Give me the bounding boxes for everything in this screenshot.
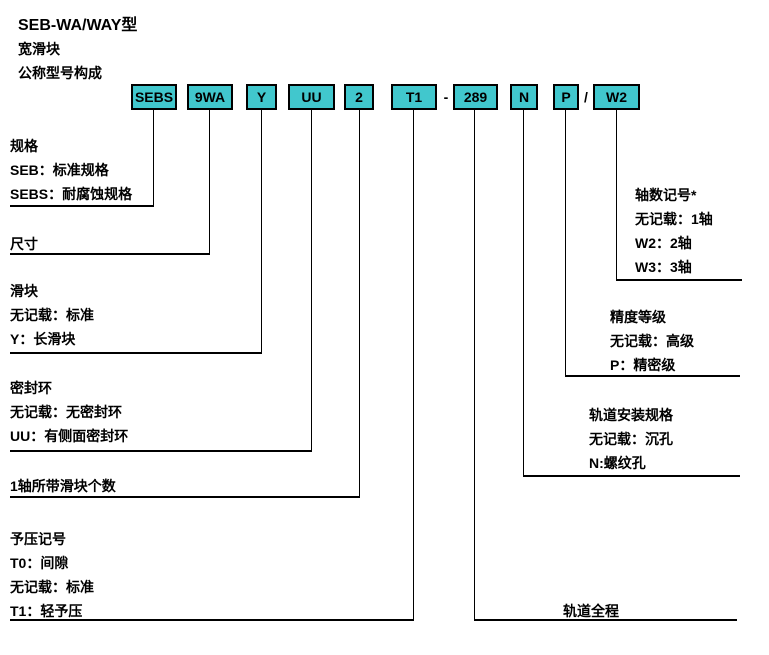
model-box-size: 9WA: [187, 84, 233, 110]
connector-hline-slider: [10, 352, 262, 354]
section-preload-option: T1：轻予压: [10, 603, 83, 619]
section-preload-title: 予压记号: [10, 531, 66, 547]
separator-dash: -: [443, 89, 449, 105]
section-rail-mount-option: N:螺纹孔: [589, 455, 646, 471]
connector-vline-rail-mount: [523, 110, 524, 477]
model-box-slider-count: 2: [344, 84, 374, 110]
connector-vline-slider: [261, 110, 262, 354]
section-accuracy-option: P：精密级: [610, 357, 676, 373]
section-slider-count: 1轴所带滑块个数: [10, 474, 116, 498]
section-slider-title: 滑块: [10, 283, 38, 299]
section-accuracy-option: 无记载：高级: [610, 333, 694, 349]
section-accuracy-title: 精度等级: [610, 309, 666, 325]
section-axis-count: 轴数记号* 无记载：1轴 W2：2轴 W3：3轴: [635, 183, 713, 279]
connector-hline-axis-count: [616, 279, 742, 281]
model-box-slider: Y: [246, 84, 277, 110]
model-composition-caption: 公称型号构成: [18, 65, 102, 81]
section-seal-title: 密封环: [10, 380, 52, 396]
section-rail-mount: 轨道安装规格 无记载：沉孔 N:螺纹孔: [589, 403, 673, 475]
page-title: SEB-WA/WAY型: [18, 17, 138, 34]
section-rail-mount-title: 轨道安装规格: [589, 407, 673, 423]
connector-hline-accuracy: [565, 375, 740, 377]
connector-vline-slider-count: [359, 110, 360, 498]
connector-hline-seal: [10, 450, 312, 452]
connector-vline-size: [209, 110, 210, 255]
model-box-seal: UU: [288, 84, 335, 110]
section-seal: 密封环 无记载：无密封环 UU：有侧面密封环: [10, 376, 128, 448]
model-box-axis-count: W2: [593, 84, 640, 110]
connector-hline-rail-length: [474, 619, 737, 621]
section-spec-option: SEBS：耐腐蚀规格: [10, 186, 133, 202]
section-spec-option: SEB：标准规格: [10, 162, 109, 178]
section-rail-length: 轨道全程: [563, 599, 619, 623]
section-preload-option: T0：间隙: [10, 555, 69, 571]
section-axis-count-title: 轴数记号*: [635, 187, 697, 203]
connector-vline-axis-count: [616, 110, 617, 281]
connector-hline-slider-count: [10, 496, 360, 498]
model-box-rail-mount: N: [510, 84, 538, 110]
connector-hline-preload: [10, 619, 414, 621]
section-rail-mount-option: 无记载：沉孔: [589, 431, 673, 447]
section-rail-length-title: 轨道全程: [563, 603, 619, 619]
section-slider: 滑块 无记载：标准 Y：长滑块: [10, 279, 94, 351]
section-accuracy: 精度等级 无记载：高级 P：精密级: [610, 305, 694, 377]
page-subtitle: 宽滑块: [18, 41, 60, 57]
connector-vline-rail-length: [474, 110, 475, 621]
section-axis-count-option: W2：2轴: [635, 235, 692, 251]
section-slider-option: Y：长滑块: [10, 331, 76, 347]
model-box-series: SEBS: [131, 84, 177, 110]
connector-hline-spec: [10, 205, 154, 207]
model-box-accuracy: P: [553, 84, 579, 110]
section-seal-option: UU：有侧面密封环: [10, 428, 129, 444]
connector-vline-series: [153, 110, 154, 207]
model-box-rail-length: 289: [453, 84, 498, 110]
connector-vline-accuracy: [565, 110, 566, 377]
section-size-title: 尺寸: [10, 236, 38, 252]
section-axis-count-option: W3：3轴: [635, 259, 692, 275]
separator-slash: /: [584, 89, 588, 105]
connector-hline-rail-mount: [523, 475, 740, 477]
model-box-preload: T1: [391, 84, 437, 110]
section-preload-option: 无记载：标准: [10, 579, 94, 595]
section-axis-count-option: 无记载：1轴: [635, 211, 713, 227]
section-preload: 予压记号 T0：间隙 无记载：标准 T1：轻予压: [10, 527, 94, 623]
section-spec: 规格 SEB：标准规格 SEBS：耐腐蚀规格: [10, 134, 132, 206]
section-size: 尺寸: [10, 232, 38, 256]
section-slider-count-title: 1轴所带滑块个数: [10, 478, 116, 494]
section-seal-option: 无记载：无密封环: [10, 404, 122, 420]
connector-hline-size: [10, 253, 210, 255]
section-spec-title: 规格: [10, 138, 38, 154]
connector-vline-preload: [413, 110, 414, 621]
connector-vline-seal: [311, 110, 312, 452]
section-slider-option: 无记载：标准: [10, 307, 94, 323]
